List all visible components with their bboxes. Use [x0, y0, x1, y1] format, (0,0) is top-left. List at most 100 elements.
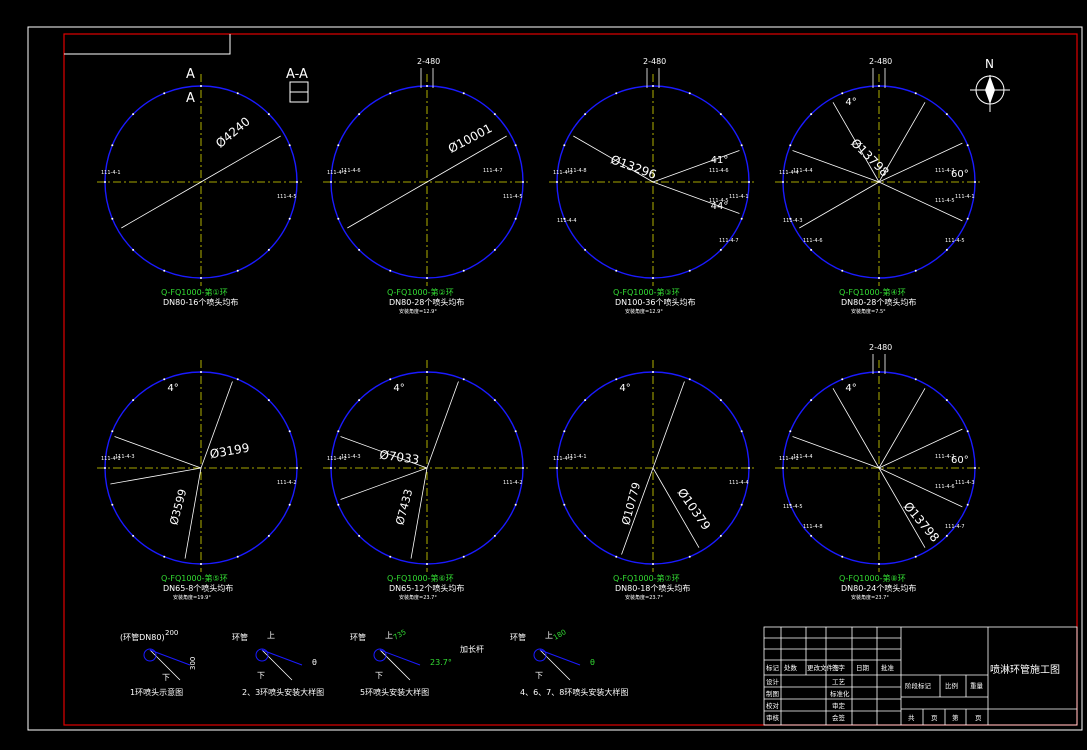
ring-note: 安装角度=7.5° [851, 308, 886, 315]
nozzle-mark [132, 534, 135, 537]
left-label-4: 审核 [766, 713, 780, 722]
angle-label: 4° [619, 383, 630, 394]
detail-angle: θ [312, 658, 317, 667]
dimension-line [200, 381, 233, 469]
nozzle-label: 111-4-3 [341, 454, 361, 460]
stage-label-3: 重量 [970, 682, 984, 690]
dimension-line [340, 467, 428, 500]
dimension-line [878, 388, 926, 469]
nozzle-mark [841, 378, 844, 381]
sheet-label-1: 共 [908, 713, 915, 722]
nozzle-label: 111-4-1 [567, 454, 587, 460]
detail-pipe [373, 648, 387, 662]
nozzle-mark [914, 555, 917, 558]
detail-title: 4、6、7、8环喷头安装大样图 [520, 687, 628, 697]
nozzle-mark [719, 534, 722, 537]
nozzle-mark [358, 248, 361, 251]
detail-top: (环管DN80) [120, 632, 165, 642]
dimension-line [792, 436, 880, 469]
nozzle-mark [966, 430, 969, 433]
detail-up: 上 [267, 631, 275, 640]
nozzle-label: 111-4-1 [955, 194, 975, 200]
nozzle-mark [522, 467, 524, 469]
section-mark-top: A [186, 67, 195, 82]
nozzle-label: 111-4-7 [945, 524, 965, 530]
dimension-line [110, 467, 202, 485]
nozzle-mark [719, 399, 722, 402]
nozzle-mark [914, 269, 917, 272]
nozzle-label: 111-4-2 [935, 454, 955, 460]
angle-label: 60° [951, 169, 969, 180]
nozzle-mark [111, 144, 114, 147]
title-cell-4: 签字 [832, 663, 846, 672]
dimension-line [792, 150, 880, 183]
dimension-line [652, 381, 685, 469]
nozzle-label: 111-4-3 [783, 218, 803, 224]
nozzle-mark [337, 503, 340, 506]
ring-note: 安装角度=19.9° [173, 594, 211, 601]
sheet-label-3: 第 [952, 713, 959, 722]
nozzle-mark [584, 113, 587, 116]
angle-label: 4° [393, 383, 404, 394]
detail-label: 下 [162, 673, 170, 682]
nozzle-mark [200, 563, 202, 565]
top-dimension: 2-480 [869, 57, 892, 66]
nozzle-mark [945, 534, 948, 537]
nozzle-mark [493, 534, 496, 537]
nozzle-label: 111-4-5 [935, 198, 955, 204]
detail-line [261, 649, 303, 666]
nozzle-mark [748, 181, 750, 183]
nozzle-label: 111-4-2 [277, 480, 297, 486]
dimension-line [114, 436, 202, 469]
nozzle-mark [132, 248, 135, 251]
nozzle-mark [462, 555, 465, 558]
detail-line [261, 649, 293, 681]
nozzle-mark [163, 378, 166, 381]
detail-title: 2、3环喷头安装大样图 [242, 687, 324, 697]
ring-diameter: Ø3199 [209, 441, 251, 462]
dimension-line [878, 428, 963, 469]
nozzle-label: 111-4-5 [503, 194, 523, 200]
nozzle-mark [267, 399, 270, 402]
mid-label-1: 工艺 [832, 678, 846, 686]
nozzle-mark [719, 248, 722, 251]
detail-2: 环管上下θ2、3环喷头安装大样图 [232, 631, 324, 697]
angle-label: 41° [711, 155, 729, 166]
detail-line [539, 649, 571, 681]
nozzle-mark [104, 467, 106, 469]
nozzle-label: 111-4-1 [779, 456, 799, 462]
nozzle-label: 111-4-1 [729, 194, 749, 200]
nozzle-mark [426, 563, 428, 565]
ring-subcaption: DN80-28个喷头均布 [841, 297, 916, 307]
nozzle-mark [966, 503, 969, 506]
title-cell-2: 处数 [784, 663, 798, 672]
nozzle-label: 111-4-8 [803, 524, 823, 530]
nozzle-mark [740, 503, 743, 506]
ring-subcaption: DN80-16个喷头均布 [163, 297, 238, 307]
nozzle-mark [615, 92, 618, 95]
nozzle-mark [337, 430, 340, 433]
dimension-line [878, 142, 963, 183]
nozzle-mark [748, 467, 750, 469]
ring-subcaption: DN65-8个喷头均布 [163, 583, 233, 593]
detail-line [149, 649, 181, 681]
nozzle-mark [267, 248, 270, 251]
nozzle-mark [966, 144, 969, 147]
nozzle-mark [789, 503, 792, 506]
ring-note: 安装角度=23.7° [625, 594, 663, 601]
nozzle-mark [878, 277, 880, 279]
nozzle-label: 111-4-7 [483, 168, 503, 174]
detail-top: 环管 [510, 632, 526, 642]
nozzle-mark [974, 181, 976, 183]
nozzle-label: 111-4-6 [803, 238, 823, 244]
nozzle-mark [267, 113, 270, 116]
nozzle-mark [337, 144, 340, 147]
dimension-line [832, 388, 880, 469]
dimension-line [878, 102, 926, 183]
nozzle-mark [584, 399, 587, 402]
detail-up: 上 [385, 631, 393, 640]
ring-caption: Q-FQ1000-第①环 [161, 287, 228, 297]
sheet-label-2: 页 [931, 714, 938, 722]
ring-subcaption: DN100-36个喷头均布 [615, 297, 695, 307]
